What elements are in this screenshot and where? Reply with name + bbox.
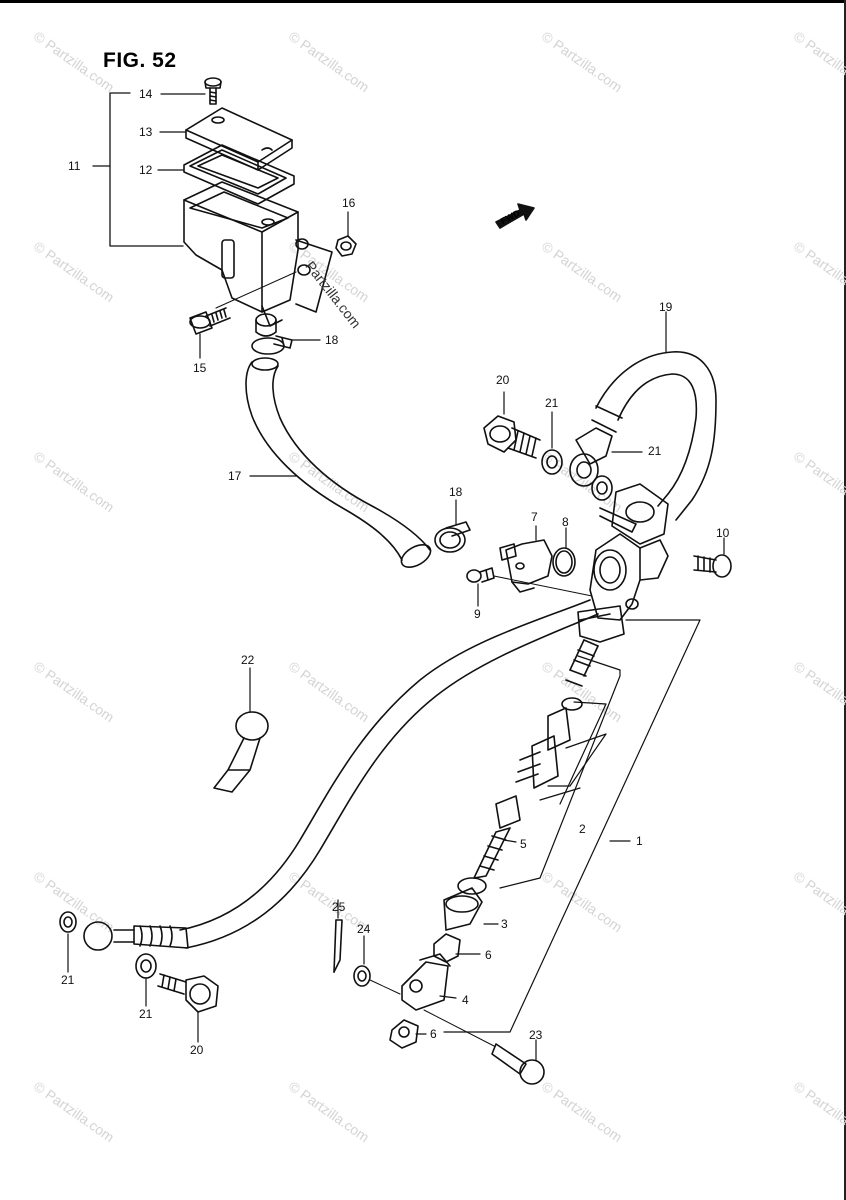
top-border	[0, 0, 846, 3]
clevis-joint	[401, 953, 451, 1011]
upper-gasket-a	[541, 449, 563, 475]
reservoir-body	[183, 181, 299, 337]
callout-22: 22	[241, 653, 255, 667]
cotter-pin	[333, 919, 343, 973]
long-brake-hose	[179, 599, 599, 949]
upper-gasket-b	[591, 475, 613, 501]
callout-18-upper: 18	[325, 333, 339, 347]
push-rod	[473, 795, 521, 879]
callout-21-lower-a: 21	[61, 973, 75, 987]
reservoir-mount-bolt	[189, 307, 231, 335]
callout-6-lower: 6	[430, 1027, 437, 1041]
reservoir-bracket-lines	[92, 92, 184, 247]
callout-1: 1	[636, 834, 643, 848]
callout-25: 25	[332, 900, 346, 914]
lock-nut-lower	[389, 1019, 419, 1049]
brake-hose	[591, 351, 717, 521]
callout-17: 17	[228, 469, 242, 483]
hose-clamp-spring	[213, 711, 269, 793]
hose-connector	[499, 539, 553, 593]
callout-7: 7	[531, 510, 538, 524]
lower-hose-clamp	[434, 521, 471, 553]
upper-union-bolt	[483, 415, 541, 459]
callout-8: 8	[562, 515, 569, 529]
master-cylinder-head	[577, 533, 669, 643]
mount-bolt	[693, 554, 732, 578]
assembly-bracket-lines	[415, 619, 701, 1035]
callout-11: 11	[68, 159, 81, 173]
lower-hose-ferrule	[83, 921, 189, 951]
return-spring	[565, 639, 599, 687]
callout-23: 23	[529, 1028, 543, 1042]
callout-5: 5	[520, 837, 527, 851]
connector-screw	[466, 567, 495, 583]
callout-24: 24	[357, 922, 371, 936]
callout-12: 12	[139, 163, 153, 177]
clevis-pin	[491, 1043, 545, 1085]
callout-20-lower: 20	[190, 1043, 204, 1057]
hose-banjo-fitting	[569, 427, 613, 487]
callout-13: 13	[139, 125, 153, 139]
callout-10: 10	[716, 526, 730, 540]
callout-15: 15	[193, 361, 207, 375]
callout-21-upper-a: 21	[545, 396, 559, 410]
callout-2: 2	[579, 822, 586, 836]
figure-title: FIG. 52	[103, 49, 177, 72]
callout-20-upper: 20	[496, 373, 510, 387]
callout-9: 9	[474, 607, 481, 621]
callout-6-upper: 6	[485, 948, 492, 962]
callout-19: 19	[659, 300, 673, 314]
upper-hose-clamp	[251, 335, 293, 355]
reservoir-hose	[245, 357, 432, 568]
lock-nut-upper	[433, 933, 461, 963]
lower-gasket-b	[135, 953, 157, 979]
callout-4: 4	[462, 993, 469, 1007]
callout-14: 14	[139, 87, 153, 101]
lower-gasket-a	[59, 911, 77, 933]
callout-18-lower: 18	[449, 485, 463, 499]
right-border	[844, 0, 846, 1200]
reservoir-cap-screw	[204, 77, 222, 105]
piston-assembly	[515, 697, 583, 789]
connector-o-ring	[552, 547, 576, 577]
callout-16: 16	[342, 196, 356, 210]
callout-21-upper-b: 21	[648, 444, 662, 458]
reservoir-diaphragm	[183, 144, 295, 205]
callout-21-lower-b: 21	[139, 1007, 153, 1021]
clevis-washer	[353, 965, 371, 987]
boot-and-cup	[443, 877, 487, 931]
forward-arrow	[495, 203, 535, 229]
callout-3: 3	[501, 917, 508, 931]
lower-union-bolt	[157, 973, 219, 1013]
upper-banjo-fitting	[599, 483, 669, 545]
